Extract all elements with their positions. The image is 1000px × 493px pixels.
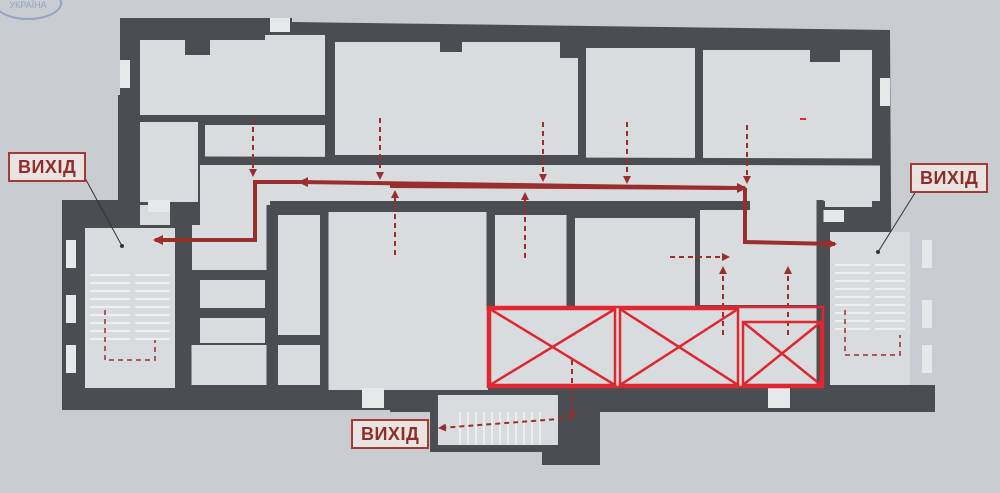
evacuation-route bbox=[153, 177, 837, 249]
blocked-zone-3 bbox=[741, 320, 823, 387]
stairs-bottom bbox=[459, 412, 541, 445]
stairs-left bbox=[90, 274, 170, 340]
blocked-zone-1 bbox=[488, 307, 617, 387]
exit-label-left: ВИХІД bbox=[8, 152, 87, 182]
exit-label-right: ВИХІД bbox=[910, 163, 989, 193]
exit-label-bottom: ВИХІД bbox=[351, 419, 430, 449]
windows bbox=[66, 18, 932, 408]
blocked-zone-outline bbox=[486, 305, 825, 389]
label-leaders bbox=[84, 177, 919, 254]
blocked-zone-2 bbox=[618, 307, 740, 387]
red-mark bbox=[800, 118, 806, 120]
feeder-arrows bbox=[104, 118, 901, 432]
rooms bbox=[85, 35, 910, 445]
stairs-right bbox=[835, 264, 905, 330]
blocked-zones bbox=[486, 305, 825, 389]
